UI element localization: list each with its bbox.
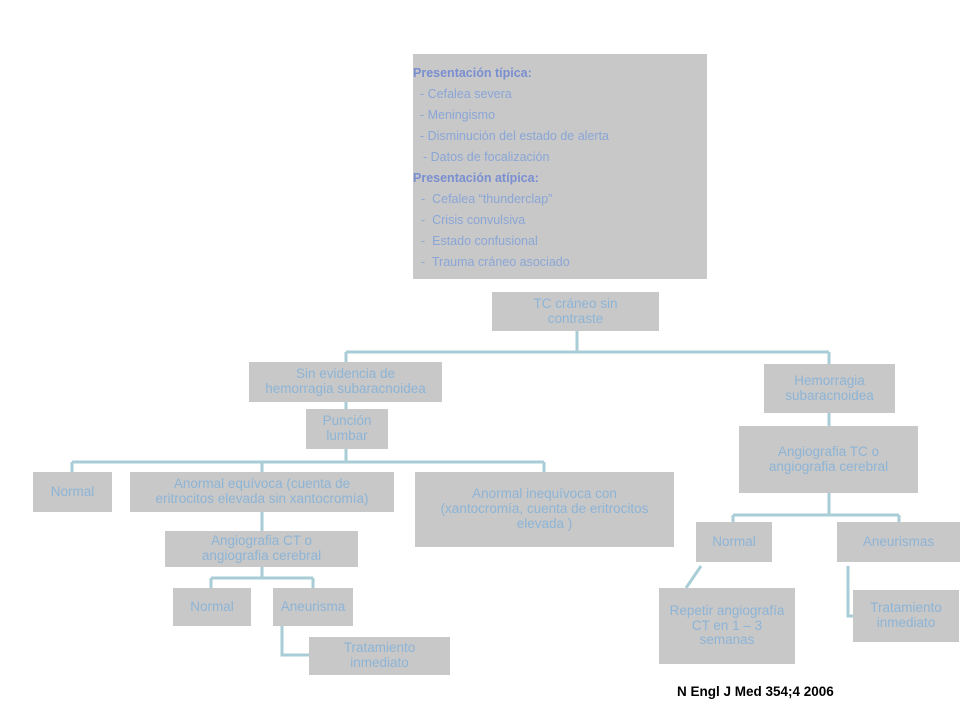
node-sin-evidencia: Sin evidencia de hemorragia subaracnoide… (249, 362, 442, 402)
node-line: Aneurismas (862, 533, 935, 549)
node-line: Anormal inequívoca con (472, 486, 617, 502)
clinical-presentation-box: Presentación típica: - Cefalea severa - … (413, 54, 707, 279)
node-line: hemorragia subaracnoidea (265, 381, 426, 396)
typical-presentation-title: Presentación típica: (413, 66, 532, 80)
typical-item: - Datos de focalización (423, 150, 550, 164)
node-line: Sin evidencia de (295, 366, 396, 382)
connector-aneurisma-tratamiento (280, 626, 309, 657)
node-line: semanas (699, 632, 755, 648)
node-hemorragia: Hemorragia subaracnoidea (764, 364, 895, 413)
node-line: (xantocromía, cuenta de eritrocitos (440, 501, 649, 517)
node-line: Normal (712, 533, 756, 549)
node-line: Repetir angiografía (669, 602, 785, 618)
node-line: contraste (547, 310, 604, 326)
node-line: Normal (190, 598, 234, 614)
node-tc-craneo: TC cráneo sin contraste (492, 292, 659, 331)
node-line: inmediato (350, 655, 409, 670)
node-line: Normal (50, 483, 95, 499)
node-line: Angiografia CT o (210, 533, 313, 549)
node-tratamiento-right: Tratamiento inmediato (853, 590, 959, 642)
typical-item: - Cefalea severa (420, 87, 512, 101)
node-line: CT en 1 – 3 (691, 617, 763, 633)
node-line: elevada ) (516, 515, 573, 531)
node-line: Hemorragia (794, 372, 865, 388)
node-anormal-inequivoca: Anormal inequívoca con (xantocromía, cue… (415, 472, 674, 547)
atypical-item: - Trauma cráneo asociado (421, 255, 570, 269)
atypical-item: - Crisis convulsiva (421, 213, 526, 227)
node-line: angiografia cerebral (201, 548, 322, 563)
node-line: inmediato (876, 615, 936, 630)
node-line: Tratamiento (870, 600, 942, 616)
node-normal-left2: Normal (173, 588, 251, 626)
atypical-item: - Estado confusional (421, 234, 538, 248)
node-line: lumbar (326, 428, 368, 443)
node-line: Aneurisma (280, 598, 346, 614)
node-aneurisma-left: Aneurisma (273, 588, 353, 626)
citation: N Engl J Med 354;4 2006 (677, 684, 834, 699)
node-line: Angiografia TC o (777, 443, 880, 459)
node-line: Tratamiento (343, 640, 416, 656)
atypical-item: - Cefalea “thunderclap” (421, 192, 553, 206)
connector-puncion-split (70, 449, 546, 472)
node-aneurismas-right: Aneurismas (837, 522, 960, 562)
node-puncion-lumbar: Punción lumbar (306, 409, 388, 449)
node-line: Anormal equívoca (cuenta de (173, 476, 351, 492)
node-normal-left: Normal (33, 472, 112, 512)
typical-item: - Meningismo (420, 108, 496, 122)
typical-item: - Disminución del estado de alerta (420, 129, 609, 143)
atypical-presentation-title: Presentación atípica: (413, 171, 539, 185)
node-repetir-angiografia: Repetir angiografía CT en 1 – 3 semanas (659, 588, 795, 664)
connector-normal-repetir (684, 565, 703, 589)
node-anormal-equivoca: Anormal equívoca (cuenta de eritrocitos … (130, 472, 394, 512)
node-line: angiografia cerebral (768, 458, 889, 474)
node-angio-ct-left: Angiografia CT o angiografia cerebral (165, 531, 358, 567)
node-line: Punción (322, 413, 372, 429)
node-normal-right: Normal (696, 522, 772, 562)
connector-angio-right-split (731, 493, 901, 522)
node-line: eritrocitos elevada sin xantocromía) (155, 491, 369, 506)
node-line: TC cráneo sin (533, 295, 618, 311)
node-line: subaracnoidea (785, 387, 874, 403)
connector-aneurismas-tratamiento (846, 566, 853, 618)
node-tratamiento-left: Tratamiento inmediato (309, 637, 450, 675)
connector-tc-split (344, 331, 831, 364)
connector-angio-split (209, 567, 315, 588)
node-angio-tc-right: Angiografia TC o angiografia cerebral (739, 426, 918, 493)
